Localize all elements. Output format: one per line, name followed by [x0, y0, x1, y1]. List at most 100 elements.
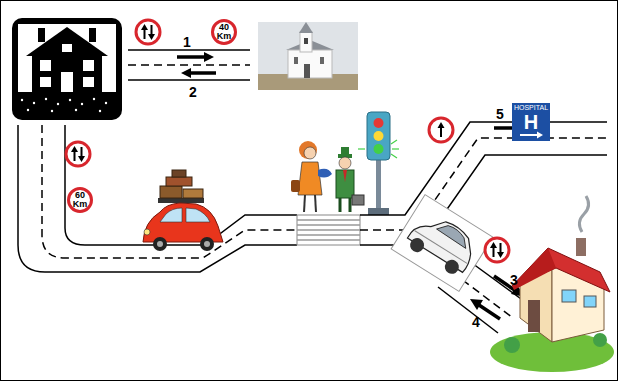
- stripe: [297, 229, 360, 231]
- bundle: [318, 169, 332, 178]
- suitcase: [166, 177, 192, 186]
- door: [61, 72, 73, 92]
- dot: [69, 99, 71, 101]
- sign-arrow-head: [71, 146, 78, 152]
- hair: [299, 141, 317, 159]
- dot: [33, 102, 35, 104]
- dot: [57, 103, 59, 105]
- sign-arrow-head: [148, 34, 155, 40]
- sign-arrow: [500, 243, 502, 253]
- leg: [339, 198, 342, 212]
- dot: [51, 110, 53, 112]
- arrow-head: [204, 52, 214, 62]
- dot: [105, 102, 107, 104]
- house-roof: [26, 27, 108, 56]
- arrow-1: [177, 52, 214, 62]
- red-lamp: [374, 118, 384, 128]
- chimney: [89, 28, 96, 42]
- crosswalk-stripes: [297, 220, 360, 240]
- tie: [343, 170, 347, 182]
- car-window: [186, 208, 210, 222]
- stripe: [297, 234, 360, 236]
- light-pole: [376, 158, 381, 210]
- roof-rack: [158, 198, 204, 203]
- car-body: [143, 203, 223, 242]
- stripe: [297, 239, 360, 241]
- glow-ray: [391, 140, 397, 144]
- road-edge: [128, 79, 250, 81]
- tower-window: [304, 38, 308, 44]
- smoke: [579, 196, 588, 232]
- speed-limit-text: 40 Km: [215, 23, 233, 41]
- church-window: [294, 57, 298, 64]
- two-way-sign: [136, 20, 160, 44]
- stripe: [297, 224, 360, 226]
- head: [304, 147, 316, 159]
- sign-arrow-head: [490, 242, 497, 248]
- crosswalk: [297, 215, 360, 245]
- road-centre: [42, 125, 297, 258]
- suit: [336, 170, 354, 198]
- light-housing: [367, 112, 390, 160]
- traffic-light: [358, 112, 399, 215]
- sign-text: H: [512, 112, 550, 132]
- arrow-2: [181, 68, 216, 78]
- glow-ray: [358, 148, 365, 149]
- hub: [204, 241, 210, 247]
- suitcase: [183, 189, 203, 198]
- stripe: [297, 219, 360, 221]
- green-glow: [358, 140, 399, 158]
- bush: [504, 337, 520, 353]
- speed-limit-text: 60 Km: [71, 191, 89, 209]
- sign-ring: [136, 20, 160, 44]
- green-lamp: [374, 144, 384, 154]
- sign-arrow: [440, 127, 442, 137]
- red-car: [143, 170, 223, 251]
- chimney: [38, 28, 45, 42]
- arrow-shaft: [479, 305, 500, 319]
- leg: [315, 195, 316, 212]
- pedestrian-man: [336, 147, 364, 212]
- car-trim: [414, 230, 467, 263]
- window: [40, 60, 51, 71]
- arrow-head: [537, 132, 543, 139]
- handbag: [291, 180, 300, 192]
- dot: [27, 109, 29, 111]
- window: [83, 60, 94, 71]
- two-way-sign: [66, 142, 90, 166]
- dot: [45, 98, 47, 100]
- dot: [75, 109, 77, 111]
- callout-number: 2: [189, 84, 197, 100]
- road-edge: [65, 125, 297, 245]
- hub: [157, 241, 163, 247]
- glow-ray: [391, 154, 397, 158]
- headlight: [144, 229, 150, 235]
- church-photo: [258, 22, 358, 90]
- two-way-sign: [485, 238, 509, 262]
- right-road: [360, 122, 607, 333]
- roof-edge: [512, 248, 556, 290]
- crosswalk-area: [297, 215, 360, 245]
- sign-ring: [485, 238, 509, 262]
- chimney: [576, 238, 586, 256]
- road-edge: [360, 122, 607, 215]
- yellow-lamp: [374, 131, 384, 141]
- sign-arrow: [151, 25, 153, 35]
- hospital-sign: HOSPITALH: [512, 103, 550, 141]
- sign-text: HOSPITAL: [512, 104, 550, 112]
- ground-dots: [21, 98, 107, 112]
- sign-arrow-head: [497, 252, 504, 258]
- dot: [81, 103, 83, 105]
- church-tower: [300, 32, 312, 52]
- sign-arrow-head: [438, 122, 445, 128]
- arrow-head: [181, 68, 191, 78]
- window: [562, 290, 576, 302]
- speed-limit-sign: 60 Km: [67, 187, 93, 213]
- one-way-sign: [429, 118, 453, 142]
- sign-arrow: [74, 151, 76, 161]
